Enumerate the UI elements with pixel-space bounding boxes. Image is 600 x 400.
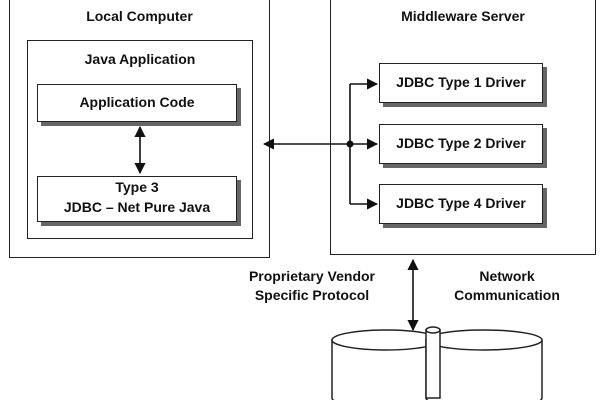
application-code-box <box>37 84 237 122</box>
type3-driver-box <box>37 176 237 222</box>
middleware-server-title: Middleware Server <box>401 8 525 24</box>
protocol-label-line2: Specific Protocol <box>254 287 370 303</box>
application-code-label: Application Code <box>79 94 195 110</box>
driver-label-type1: JDBC Type 1 Driver <box>396 74 526 90</box>
driver-box-type1 <box>379 63 543 103</box>
branch-junction-dot <box>346 140 354 148</box>
database-icon <box>331 326 543 400</box>
driver-box-type2 <box>379 124 543 164</box>
java-application-title: Java Application <box>84 51 196 67</box>
network-label-line1: Network <box>479 268 535 284</box>
type3-label-line1: Type 3 <box>115 179 159 195</box>
network-label-line2: Communication <box>454 287 560 303</box>
driver-label-type4: JDBC Type 4 Driver <box>396 195 526 211</box>
driver-label-type2: JDBC Type 2 Driver <box>396 135 526 151</box>
local-computer-title: Local Computer <box>86 8 193 24</box>
driver-box-type4 <box>379 184 543 224</box>
type3-label-line2: JDBC – Net Pure Java <box>63 199 211 215</box>
protocol-label-line1: Proprietary Vendor <box>248 268 376 284</box>
